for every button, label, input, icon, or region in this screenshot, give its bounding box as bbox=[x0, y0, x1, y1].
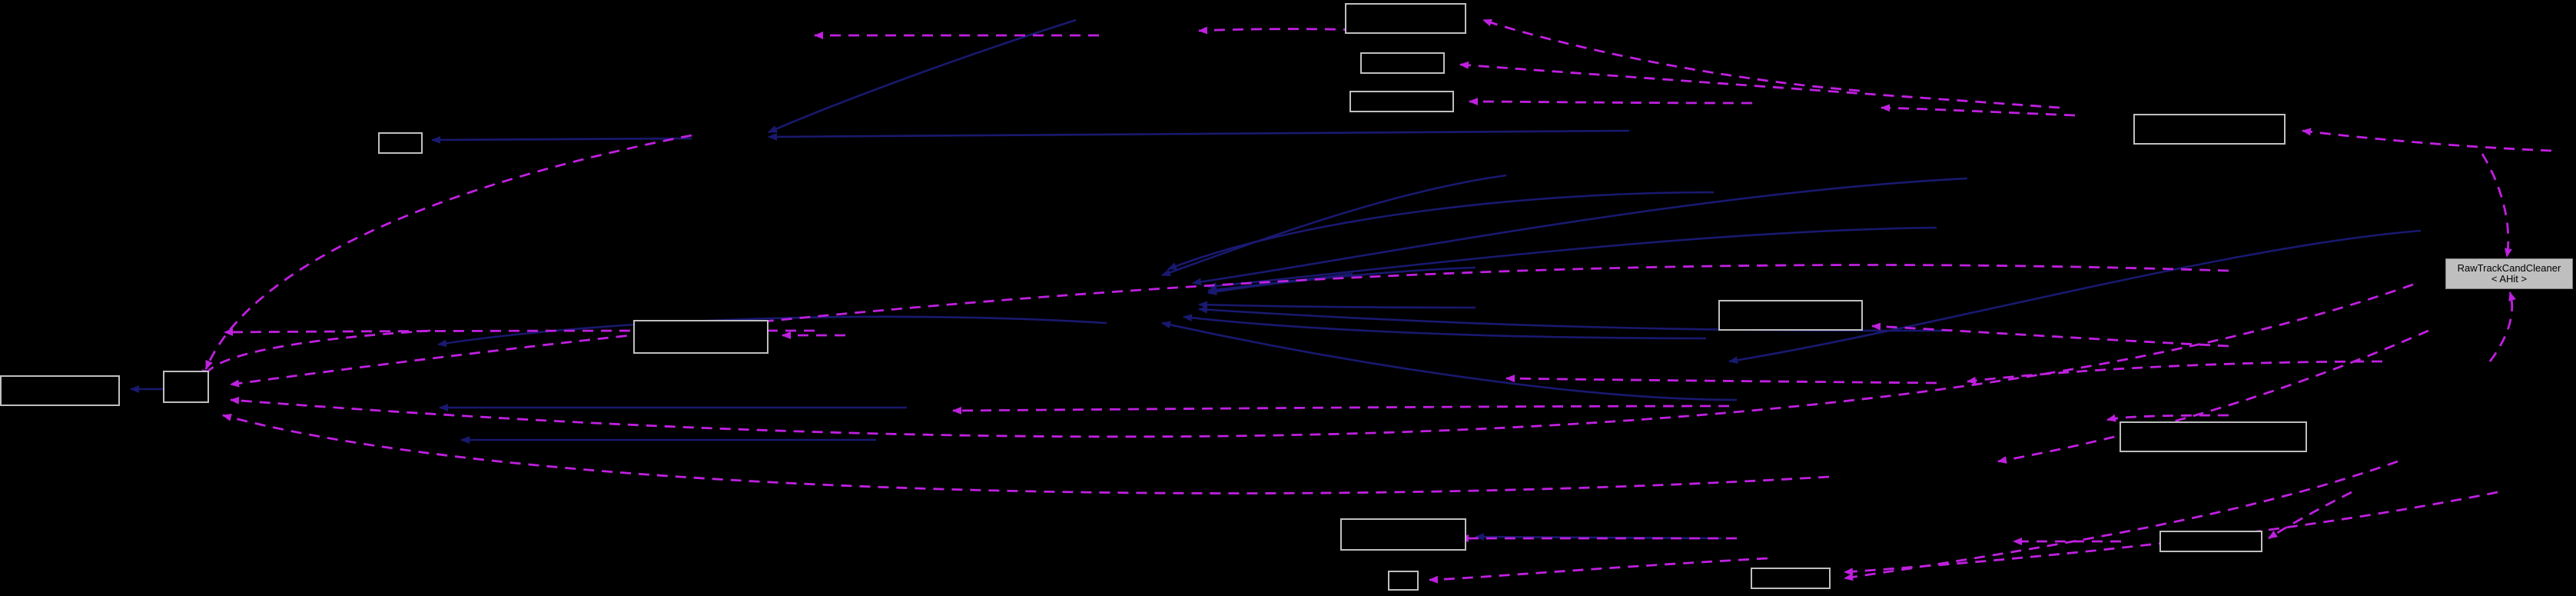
graph-node[interactable] bbox=[0, 375, 120, 406]
graph-node[interactable] bbox=[1718, 300, 1863, 331]
graph-node[interactable] bbox=[1340, 518, 1466, 551]
graph-node[interactable] bbox=[1360, 52, 1445, 74]
graph-node-label: RawTrackCandCleaner < AHit > bbox=[2457, 262, 2561, 285]
graph-node[interactable] bbox=[1751, 568, 1831, 589]
graph-node[interactable] bbox=[2120, 421, 2307, 452]
solid-call-edges bbox=[130, 18, 2422, 541]
graph-node[interactable] bbox=[633, 320, 768, 354]
graph-node[interactable] bbox=[2133, 114, 2286, 145]
graph-node[interactable] bbox=[1349, 91, 1454, 112]
graph-node[interactable] bbox=[2159, 531, 2262, 552]
graph-node[interactable] bbox=[1345, 3, 1466, 34]
graph-node[interactable] bbox=[378, 132, 423, 154]
graph-node[interactable] bbox=[163, 371, 209, 403]
graph-node-focus-rawtrackcandcleaner[interactable]: RawTrackCandCleaner < AHit > bbox=[2445, 258, 2573, 289]
graph-node[interactable] bbox=[1388, 571, 1419, 591]
